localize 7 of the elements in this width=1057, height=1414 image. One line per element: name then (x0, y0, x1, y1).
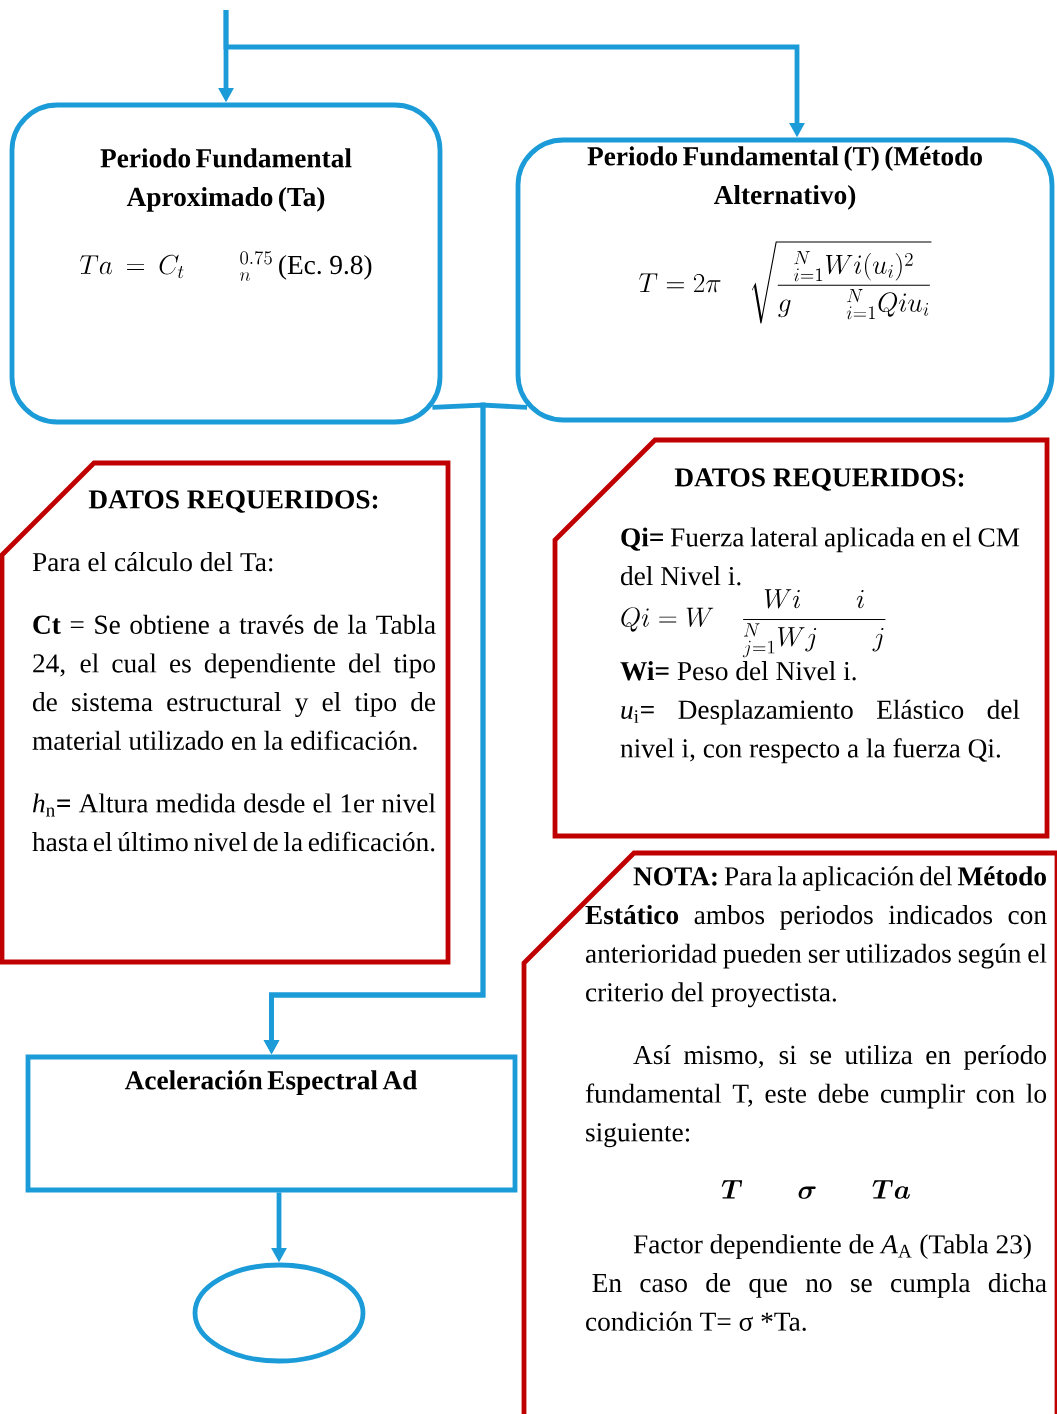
rounded-box: Periodo Fundamental Aproximado (Ta) $Ta = C_t \qquad {}_{n}^{0.75}$ (Ec. 9.8) (9, 102, 443, 425)
rounded-box: Periodo Fundamental (T) (Método Alternativo) $T = 2\pi \quad \sqrt{\frac{{}_{i=1}^{N} Wi(u_i)^2}{g \qquad {}_{i=1}^{N} Qiu_i}}$ (515, 137, 1055, 423)
note-box: DATOS REQUERIDOS: Para el cálculo del Ta: Ct = Se obtiene a través de la Tabla 24, el cual es dependiente del tipo de sistema estructural y el tipo de material utilizado en la edificación. h$_{n}$= Altura medida desde el 1er nivel hasta el último nivel de la edificación. (0, 460, 451, 965)
note-box: DATOS REQUERIDOS: Qi= Fuerza lateral aplicada en el CM del Nivel i. $Qi = W \quad \frac{Wi \qquad i}{{}_{j=1}^{N} Wj \qquad j}$ Wi= Peso del Nivel i. u$_{i}$= Desplazamiento Elástico del nivel i, con respecto a la fuerza Qi. (552, 437, 1050, 839)
process-box: Aceleración Espectral Ad (25, 1054, 518, 1193)
note-box: NOTA: Para la aplicación del Método Estático ambos periodos indicados con anterioridad pueden ser utilizados según el criterio del proyectista. Así mismo, si se utiliza en período fundamental T, este debe cumplir con lo siguiente: $\boldsymbol{T \qquad \sigma \qquad Ta}$ Factor dependiente de A$_{A}$ (Tabla 23) En caso de que no se cumpla dicha condición T= σ *Ta. (521, 850, 1057, 1414)
terminal-ellipse (192, 1262, 366, 1364)
